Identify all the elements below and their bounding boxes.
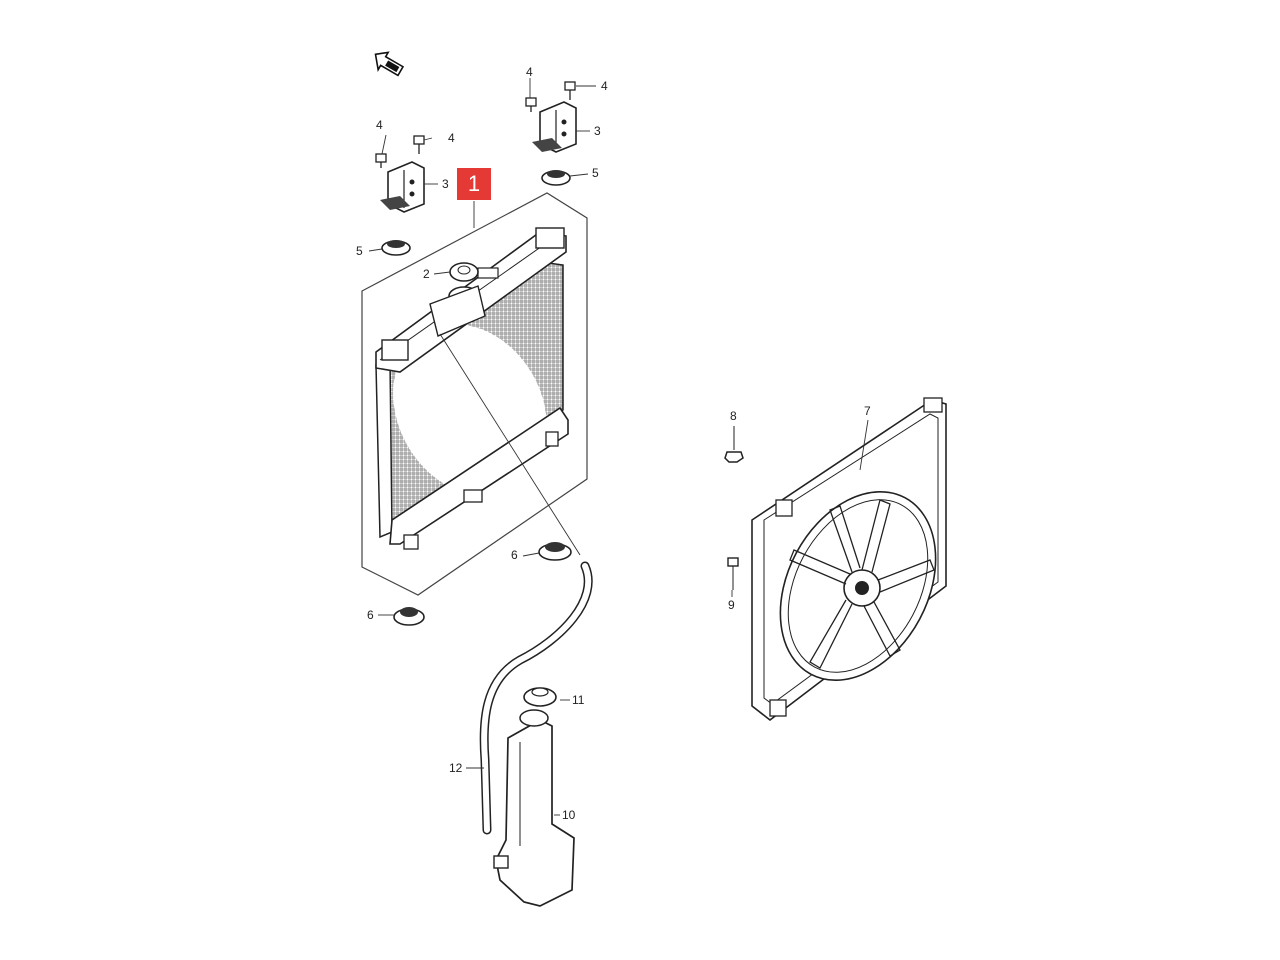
callout-2: 2 <box>423 267 430 281</box>
fan-shroud-assembly <box>751 397 947 722</box>
callout-3: 3 <box>594 124 601 138</box>
bolt-right-1 <box>525 97 537 112</box>
callout-10: 10 <box>562 808 576 822</box>
cushion-upper-left <box>381 240 411 256</box>
callout-4: 4 <box>601 79 608 93</box>
part-number-badge[interactable]: 1 <box>457 168 491 200</box>
callout-12: 12 <box>449 761 463 775</box>
callout-11: 11 <box>572 693 585 707</box>
callout-6: 6 <box>367 608 374 622</box>
callout-5: 5 <box>356 244 363 258</box>
callout-9: 9 <box>728 598 735 612</box>
leader-lines <box>368 78 869 816</box>
callout-4: 4 <box>526 65 533 79</box>
callout-7: 7 <box>864 404 871 418</box>
overflow-hose <box>479 561 593 835</box>
callout-3: 3 <box>442 177 449 191</box>
nut <box>724 426 744 463</box>
radiator <box>375 227 569 550</box>
radiator-outline-box <box>361 192 588 596</box>
cushion-lower-left <box>393 607 425 626</box>
reservoir-cap <box>523 687 557 707</box>
cushion-upper-right <box>541 170 571 186</box>
bolt-left-2 <box>413 135 425 154</box>
callout-4: 4 <box>376 118 383 132</box>
radiator-cap <box>449 262 479 282</box>
callout-4: 4 <box>448 131 455 145</box>
bracket-right <box>532 101 577 153</box>
fan-bolt <box>727 557 739 590</box>
bolt-left-1 <box>375 153 387 168</box>
cushion-lower-right <box>538 542 572 561</box>
bracket-left <box>380 161 425 213</box>
bolt-right-2 <box>564 81 576 100</box>
callout-6: 6 <box>511 548 518 562</box>
fwd-arrow-icon <box>374 51 405 77</box>
reservoir-tank <box>493 709 575 907</box>
callout-8: 8 <box>730 409 737 423</box>
callout-5: 5 <box>592 166 599 180</box>
